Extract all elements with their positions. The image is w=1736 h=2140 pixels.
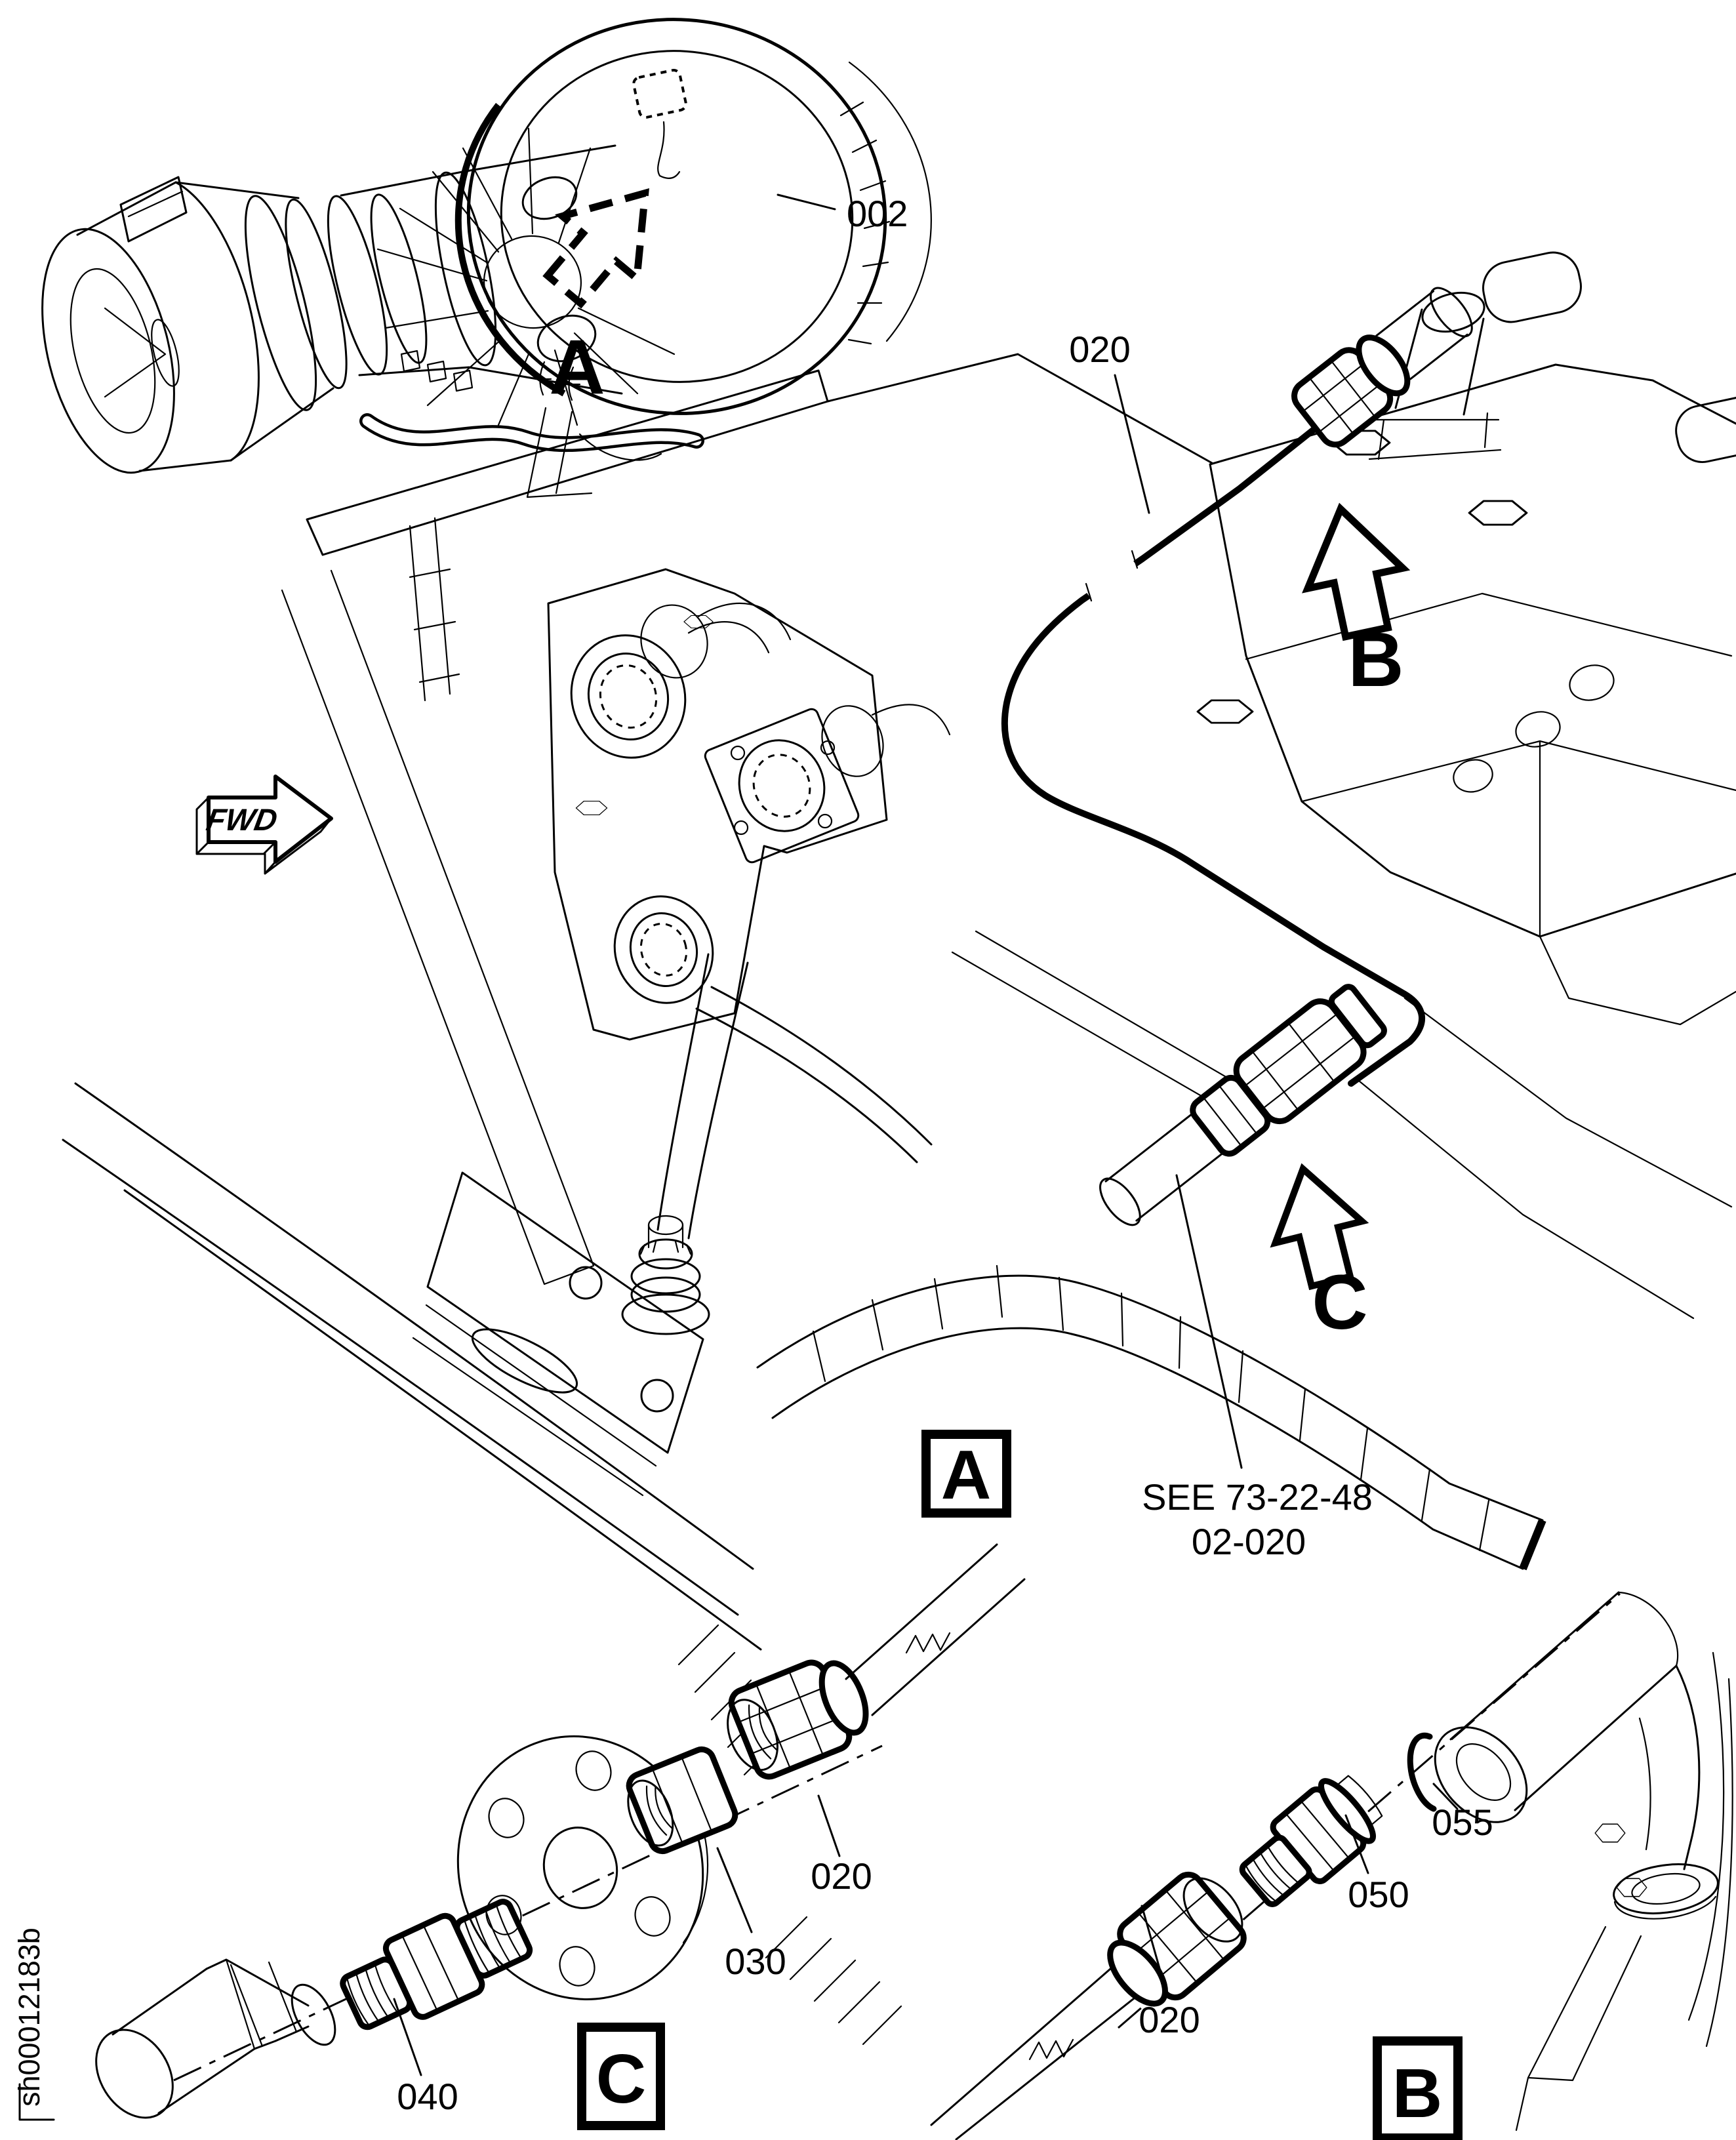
detail-view-c: 040 030 [95, 1543, 1026, 2130]
detail-frame-a [921, 1430, 1011, 1518]
leader-020 [1114, 374, 1150, 514]
connector-bracket [547, 568, 951, 1163]
fan-blades [376, 127, 676, 426]
elbow-fitting [95, 1958, 336, 2119]
callout-020-main: 020 [1069, 329, 1130, 370]
hatching [765, 1916, 902, 2046]
engine-mount-block [1196, 251, 1736, 1026]
callout-020-c: 020 [811, 1855, 872, 1897]
tube-020-path [1001, 422, 1426, 1087]
detail-frame-b [1373, 2036, 1463, 2140]
support-strut [621, 953, 749, 1335]
bolt-head-icon [1468, 500, 1528, 526]
installation-view: 020 B C SEE 73-22-48 02-020 A [62, 251, 1736, 1651]
detail-c-letter: C [1312, 1259, 1367, 1346]
leader-030 [716, 1847, 753, 1933]
see-reference-line2: 02-020 [1192, 1521, 1306, 1562]
union-coupling-lower [1099, 984, 1387, 1226]
callout-050: 050 [1348, 1874, 1409, 1915]
leader-002 [777, 193, 836, 211]
leader-050 [1344, 1814, 1369, 1874]
corner-mark [18, 2083, 55, 2121]
nut-030 [626, 1746, 738, 1855]
thread-mark [905, 1632, 951, 1654]
callout-040: 040 [397, 2076, 458, 2117]
detail-frame-c-letter: C [596, 2040, 647, 2118]
union-040 [340, 1899, 533, 2030]
detail-a-arrow [527, 162, 683, 321]
leader-020-c [817, 1794, 841, 1857]
detail-frame-c [577, 2023, 665, 2130]
thread-mark [1028, 2038, 1074, 2061]
fwd-arrow: FWD [195, 775, 333, 875]
nut-icon [1594, 1823, 1626, 1843]
callout-055: 055 [1432, 1802, 1493, 1843]
leader-040 [393, 1998, 422, 2076]
tube-nut-020-b [1107, 1871, 1247, 2007]
leader-see-reference [1175, 1174, 1243, 1469]
detail-frame-a-letter: A [941, 1436, 992, 1514]
engine-illustration: A 002 [41, 18, 932, 498]
see-reference-line1: SEE 73-22-48 [1142, 1476, 1373, 1518]
bolt-head-icon [1196, 699, 1254, 724]
o-ring-055 [1407, 1732, 1437, 1812]
case-flange-band [756, 1264, 1546, 1571]
detail-frame-b-letter: B [1392, 2055, 1443, 2132]
detail-b-letter: B [1348, 616, 1403, 703]
leader-055 [1432, 1783, 1459, 1810]
fan-case-arcs [62, 1082, 762, 1651]
callout-030: 030 [725, 1941, 786, 1982]
sheet-id-block: sh00012183b [12, 1928, 55, 2121]
union-050 [1239, 1775, 1383, 1907]
fwd-label: FWD [204, 803, 280, 838]
sheet-id: sh00012183b [12, 1928, 46, 2107]
callout-002: 002 [847, 193, 908, 234]
detail-a-letter: A [549, 324, 605, 411]
dashed-patch [632, 69, 687, 119]
centerline [173, 1745, 883, 2082]
bolt-head-icon [575, 800, 608, 816]
leader-020-b [1141, 1905, 1168, 1995]
tube-nut-020-c [727, 1659, 869, 1780]
tube-nut-upper [1291, 287, 1473, 448]
callout-020-b: 020 [1139, 1999, 1200, 2040]
detail-view-b: 020 050 055 [930, 1591, 1733, 2140]
receptacle-port [1434, 1591, 1733, 2131]
